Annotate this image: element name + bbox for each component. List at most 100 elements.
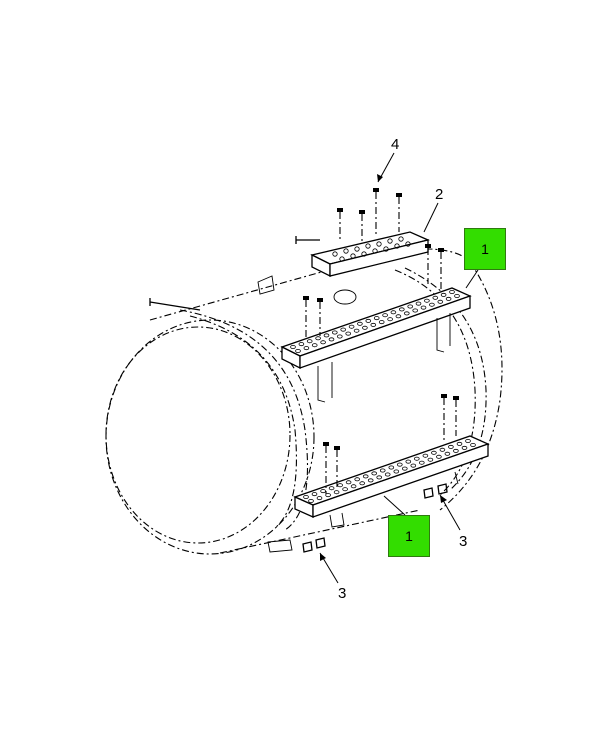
lower-step — [293, 435, 490, 528]
clip-left-b — [315, 537, 326, 549]
clip-right-b — [437, 483, 448, 495]
leader-1-lower — [383, 495, 406, 516]
step-tread-hole — [382, 313, 388, 318]
step-tread-hole — [371, 471, 378, 476]
callout-1-lower-highlight[interactable]: 1 — [388, 515, 430, 557]
step-tread-hole — [444, 451, 451, 456]
strap-rod-lower — [149, 298, 201, 311]
middle-step — [280, 287, 472, 403]
arrow-3-right — [440, 495, 447, 503]
leader-1-upper — [465, 269, 479, 289]
bolt — [438, 248, 444, 290]
step-tread-hole — [362, 325, 368, 330]
bolt — [337, 208, 343, 240]
callout-2: 2 — [435, 186, 444, 203]
step-tread-hole — [342, 487, 348, 492]
bolt — [303, 296, 309, 340]
step-tread-hole — [333, 490, 340, 495]
filler-neck — [333, 289, 357, 305]
step-tread-hole — [295, 348, 301, 353]
step-tread-hole — [340, 327, 347, 332]
step-tread-hole — [449, 289, 455, 294]
bolt — [323, 442, 329, 494]
step-tread-hole — [315, 336, 321, 341]
step-tread-hole — [413, 456, 420, 461]
strap-rod-upper — [295, 236, 320, 244]
step-tread-hole — [378, 320, 385, 325]
tank-bottom-edge — [219, 509, 421, 554]
step-tread-hole — [316, 496, 323, 501]
step-tread-hole — [470, 442, 476, 447]
arrow-3-left — [320, 553, 326, 561]
step-tread-hole — [420, 305, 427, 310]
step-tread-hole — [412, 308, 419, 313]
step-tread-hole — [350, 484, 357, 489]
step-tread-hole — [440, 292, 447, 297]
step-tread-hole — [415, 301, 422, 306]
step-tread-hole — [410, 463, 417, 468]
bolt — [396, 193, 402, 232]
step-tread-hole — [311, 492, 318, 497]
step-tread-hole — [290, 344, 296, 349]
lower-step-side — [312, 443, 489, 518]
step-tread-hole — [303, 494, 309, 499]
step-tread-hole — [306, 339, 313, 344]
bolt — [373, 188, 379, 236]
step-tread-hole — [345, 331, 352, 336]
strap-rear — [394, 269, 476, 496]
middle-step-bracket-right — [436, 313, 451, 353]
arrow-4 — [377, 174, 383, 182]
step-tread-hole — [308, 498, 314, 503]
step-tread-hole — [456, 441, 463, 446]
step-tread-hole — [398, 307, 405, 312]
step-tread-hole — [345, 480, 352, 485]
step-tread-hole — [379, 468, 386, 473]
bolt — [441, 394, 447, 440]
step-tread-hole — [436, 454, 442, 459]
step-tread-hole — [376, 475, 383, 480]
bolt — [453, 396, 459, 436]
step-tread-hole — [387, 317, 393, 322]
step-tread-hole — [448, 444, 454, 449]
step-tread-hole — [336, 334, 343, 339]
step-tread-hole — [325, 493, 331, 498]
step-tread-hole — [353, 328, 360, 333]
step-tread-hole — [429, 302, 435, 307]
step-tread-hole — [337, 483, 343, 488]
callout-3-right: 3 — [459, 533, 468, 550]
callout-3-left: 3 — [338, 585, 347, 602]
bolt — [425, 244, 431, 284]
step-tread-hole — [395, 314, 402, 319]
step-tread-hole — [432, 295, 439, 300]
clip-right-a — [423, 487, 434, 499]
bolt — [317, 298, 323, 336]
step-tread-hole — [465, 438, 471, 443]
step-tread-hole — [407, 304, 414, 309]
middle-step-bracket-left — [317, 362, 333, 403]
step-tread-hole — [431, 450, 437, 455]
leader-2 — [423, 202, 439, 233]
tank-end-cap-rim — [105, 319, 315, 555]
leader-lines — [319, 152, 479, 584]
step-tread-hole — [365, 318, 372, 323]
bolts — [303, 188, 459, 494]
step-tread-hole — [405, 459, 412, 464]
upper-step-small — [310, 231, 431, 278]
bolt — [359, 210, 365, 244]
step-tread-hole — [390, 310, 397, 315]
step-tread-hole — [303, 346, 310, 351]
step-tread-hole — [311, 343, 318, 348]
step-tread-hole — [320, 340, 326, 345]
step-tread-hole — [328, 337, 335, 342]
callout-1-upper-highlight[interactable]: 1 — [464, 228, 506, 270]
mounting-clips — [302, 483, 448, 553]
strap-front-inner — [189, 315, 297, 529]
step-tread-hole — [427, 457, 434, 462]
step-tread-hole — [354, 477, 361, 482]
callout-4: 4 — [391, 136, 400, 153]
strap-bracket-left — [267, 539, 293, 553]
step-tread-hole — [437, 299, 444, 304]
step-tread-hole — [396, 462, 403, 467]
step-tread-hole — [373, 316, 380, 321]
